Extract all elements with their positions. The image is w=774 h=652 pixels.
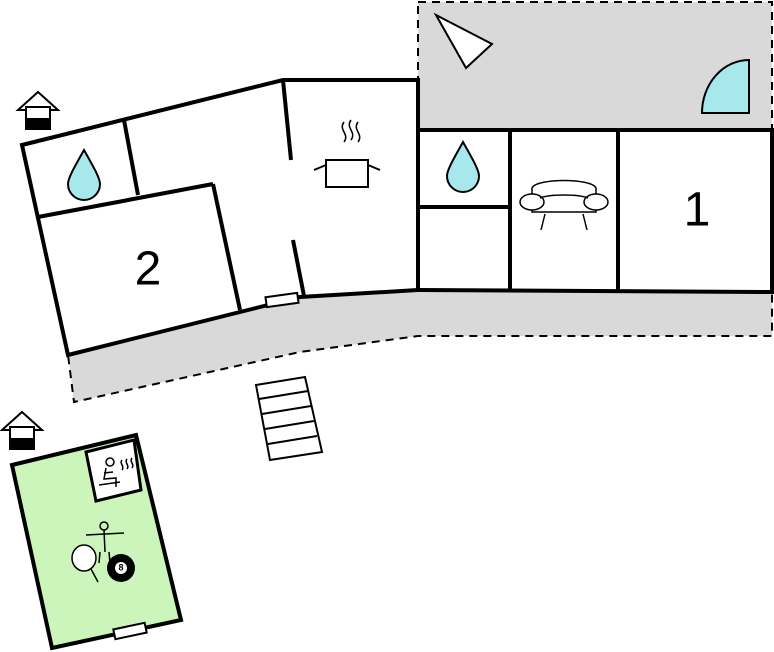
wall-bath-divider (122, 119, 140, 196)
outdoor-steps (254, 375, 324, 462)
bedroom-2-label: 2 (135, 243, 162, 296)
pool-icon (700, 58, 750, 114)
bedroom-1-label: 1 (684, 184, 711, 237)
house-symbol-icon (15, 90, 61, 130)
wall-bedroom2-right (211, 183, 242, 311)
water-drop-icon (445, 139, 481, 193)
sauna-room (84, 438, 143, 503)
house-wall-right-wing (417, 128, 774, 295)
wall-kitchen-lower (291, 239, 306, 297)
water-drop-icon (66, 147, 102, 201)
sauna-icon (98, 457, 134, 487)
wall-kitchen-upper (281, 79, 293, 161)
house-symbol-icon (0, 410, 45, 450)
terrace-front (66, 288, 773, 404)
front-door (264, 291, 300, 309)
cooking-pot-icon (313, 119, 381, 188)
annex-door (112, 621, 148, 641)
north-arrow-icon (433, 12, 494, 70)
billiard-ball-icon: 8 (107, 554, 135, 582)
table-tennis-icon (71, 544, 99, 583)
table-football-icon (85, 521, 125, 564)
wall-bedroom2-top (37, 182, 214, 219)
sofa-icon (519, 179, 609, 231)
billiard-ball-number: 8 (118, 562, 123, 572)
